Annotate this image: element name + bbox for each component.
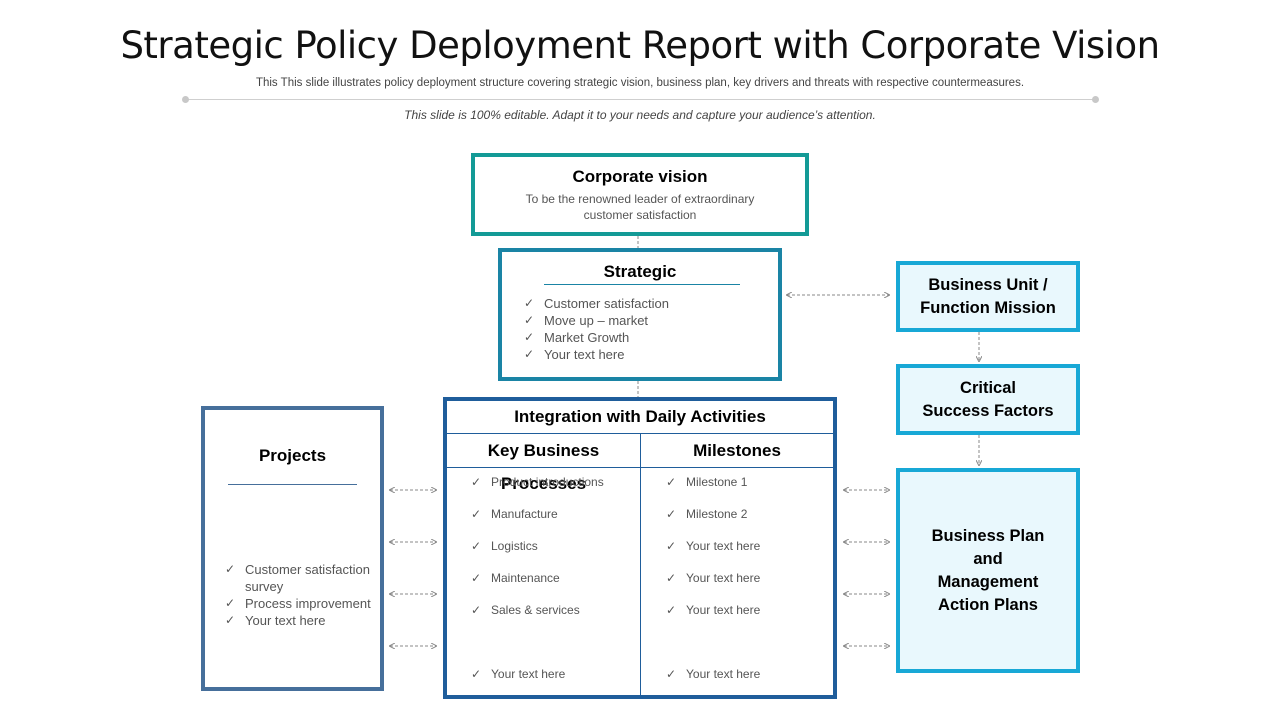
list-item-label: Your text here (491, 667, 566, 681)
projects-list: ✓ Customer satisfaction survey ✓ Process i… (225, 561, 375, 629)
check-icon: ✓ (471, 571, 482, 585)
list-item: ✓ Your text here (666, 539, 760, 553)
check-icon: ✓ (225, 562, 236, 576)
integration-title: Integration with Daily Activities (447, 401, 833, 434)
check-icon: ✓ (666, 603, 677, 617)
business-plan-line1: Business Plan (931, 526, 1045, 545)
critical-line1: Critical (960, 378, 1016, 397)
list-item-label: Your text here (686, 539, 761, 553)
list-item: ✓ Market Growth (524, 329, 669, 346)
list-item-label: Milestone 1 (686, 475, 748, 489)
list-item-label: Customer satisfaction survey (245, 562, 370, 594)
check-icon: ✓ (524, 347, 535, 361)
list-item: ✓ Maintenance (471, 571, 560, 585)
list-item-label: Move up – market (544, 313, 649, 328)
list-item-label: Process improvement (245, 596, 371, 611)
check-icon: ✓ (471, 475, 482, 489)
business-unit-line1: Business Unit / (928, 275, 1048, 294)
column-divider (640, 434, 641, 695)
divider-line (186, 99, 1096, 100)
check-icon: ✓ (225, 613, 236, 627)
list-item-label: Your text here (686, 603, 761, 617)
list-item-label: Product introductions (491, 475, 604, 489)
corporate-vision-text: To be the renowned leader of extraordina… (525, 192, 755, 222)
list-item-label: Your text here (245, 613, 326, 628)
business-plan-line4: Action Plans (938, 595, 1038, 614)
critical-line2: Success Factors (922, 401, 1054, 420)
check-icon: ✓ (666, 475, 677, 489)
list-item: ✓ Your text here (666, 603, 760, 617)
check-icon: ✓ (225, 596, 236, 610)
list-item: ✓ Milestone 2 (666, 507, 747, 521)
list-item: ✓ Your text here (471, 667, 565, 681)
list-item: ✓ Your text here (666, 571, 760, 585)
divider-dot-left (182, 96, 189, 103)
check-icon: ✓ (524, 313, 535, 327)
business-unit-line2: Function Mission (920, 298, 1056, 317)
list-item-label: Your text here (686, 667, 761, 681)
check-icon: ✓ (666, 667, 677, 681)
projects-title: Projects (258, 446, 327, 465)
business-plan-line3: Management (937, 572, 1039, 591)
list-item-label: Manufacture (491, 507, 558, 521)
processes-header: Key Business Processes (447, 434, 640, 493)
projects-box: Projects ✓ Customer satisfaction survey ✓… (201, 406, 384, 691)
strategic-list: ✓ Customer satisfaction ✓ Move up – market… (524, 295, 669, 363)
list-item-label: Logistics (491, 539, 538, 553)
check-icon: ✓ (666, 507, 677, 521)
list-item-label: Maintenance (491, 571, 560, 585)
list-item: ✓ Milestone 1 (666, 475, 747, 489)
list-item-label: Your text here (544, 347, 625, 362)
list-item: ✓ Customer satisfaction (524, 295, 669, 312)
check-icon: ✓ (471, 667, 482, 681)
list-item: ✓ Process improvement (225, 595, 375, 612)
business-plan-line2: and (973, 549, 1003, 568)
business-unit-box: Business Unit / Function Mission (896, 261, 1080, 332)
list-item: ✓ Your text here (524, 346, 669, 363)
integration-box: Integration with Daily Activities Key Bu… (443, 397, 837, 699)
critical-success-factors-box: Critical Success Factors (896, 364, 1080, 435)
divider-dot-right (1092, 96, 1099, 103)
list-item-label: Milestone 2 (686, 507, 748, 521)
list-item-label: Customer satisfaction (544, 296, 669, 311)
list-item: ✓ Product introductions (471, 475, 604, 489)
editable-note: This slide is 100% editable. Adapt it to… (404, 108, 876, 122)
projects-underline (228, 484, 357, 485)
strategic-underline (544, 284, 740, 285)
check-icon: ✓ (471, 507, 482, 521)
milestones-header: Milestones (641, 434, 833, 468)
list-item: ✓ Your text here (225, 612, 375, 629)
check-icon: ✓ (471, 539, 482, 553)
strategic-box: Strategic ✓ Customer satisfaction ✓ Move u… (498, 248, 782, 381)
business-plan-box: Business Plan and Management Action Plan… (896, 468, 1080, 673)
list-item-label: Your text here (686, 571, 761, 585)
page-title: Strategic Policy Deployment Report with … (120, 24, 1160, 67)
list-item: ✓ Manufacture (471, 507, 558, 521)
strategic-title: Strategic (603, 262, 677, 281)
corporate-vision-box: Corporate vision To be the renowned lead… (471, 153, 809, 236)
check-icon: ✓ (471, 603, 482, 617)
list-item-label: Market Growth (544, 330, 630, 345)
list-item: ✓ Your text here (666, 667, 760, 681)
list-item: ✓ Move up – market (524, 312, 669, 329)
check-icon: ✓ (524, 296, 535, 310)
list-item: ✓ Customer satisfaction survey (225, 561, 375, 595)
page-subtitle: This This slide illustrates policy deplo… (255, 77, 1025, 89)
corporate-vision-title: Corporate vision (572, 167, 708, 186)
check-icon: ✓ (666, 571, 677, 585)
list-item: ✓ Logistics (471, 539, 538, 553)
list-item: ✓ Sales & services (471, 603, 580, 617)
check-icon: ✓ (666, 539, 677, 553)
check-icon: ✓ (524, 330, 535, 344)
list-item-label: Sales & services (491, 603, 580, 617)
